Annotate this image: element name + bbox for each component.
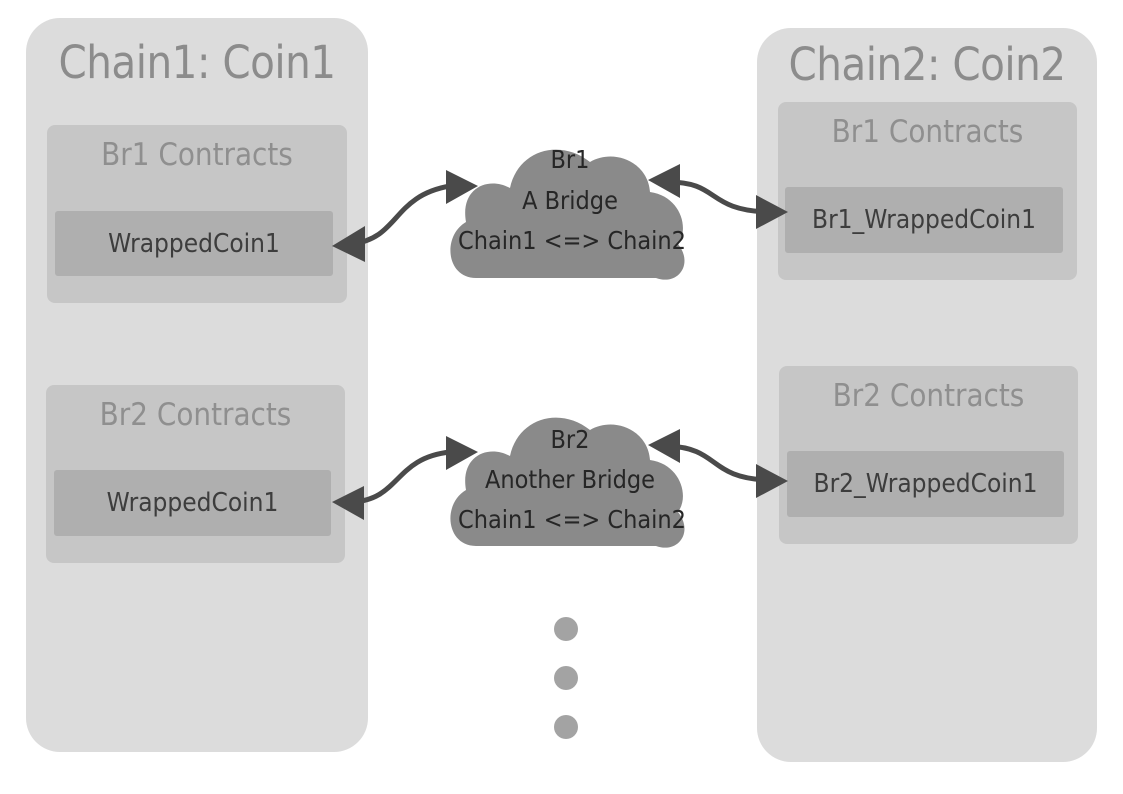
chain-title-left: Chain1: Coin1 <box>58 36 336 89</box>
bridge-route: Chain1 <=> Chain2 <box>458 226 686 255</box>
chain-panel-left: Chain1: Coin1 Br1 Contracts WrappedCoin1… <box>26 18 368 752</box>
more-bridges-ellipsis <box>554 617 578 739</box>
contract-wrappedcoin1-br1[interactable]: WrappedCoin1 <box>55 211 333 276</box>
link-arrow-br1-right <box>648 164 788 229</box>
contracts-group-br2-left: Br2 Contracts WrappedCoin1 <box>46 385 345 563</box>
contract-br2-wrappedcoin1[interactable]: Br2_WrappedCoin1 <box>787 451 1064 517</box>
contract-br1-wrappedcoin1[interactable]: Br1_WrappedCoin1 <box>785 187 1063 253</box>
ellipsis-dot <box>554 666 578 690</box>
contracts-group-br1-right: Br1 Contracts Br1_WrappedCoin1 <box>778 102 1077 280</box>
bridge-route: Chain1 <=> Chain2 <box>458 505 686 534</box>
link-arrow-br2-right <box>648 429 788 498</box>
contracts-group-title: Br2 Contracts <box>99 397 292 433</box>
chain-panel-right: Chain2: Coin2 Br1 Contracts Br1_WrappedC… <box>757 28 1097 762</box>
contracts-group-title: Br2 Contracts <box>832 378 1025 414</box>
ellipsis-dot <box>554 715 578 739</box>
contract-wrappedcoin1-br2[interactable]: WrappedCoin1 <box>54 470 331 536</box>
chain-title-right: Chain2: Coin2 <box>788 38 1066 91</box>
contracts-group-title: Br1 Contracts <box>831 114 1024 150</box>
link-arrow-br1-left <box>332 170 478 262</box>
bridge-name: Br1 <box>551 145 590 174</box>
link-arrow-br2-left <box>332 436 478 520</box>
contracts-group-br2-right: Br2 Contracts Br2_WrappedCoin1 <box>779 366 1078 544</box>
contracts-group-title: Br1 Contracts <box>101 137 293 173</box>
ellipsis-dot <box>554 617 578 641</box>
bridge-description: A Bridge <box>522 186 618 215</box>
bridge-description: Another Bridge <box>485 465 655 494</box>
contracts-group-br1-left: Br1 Contracts WrappedCoin1 <box>47 125 347 303</box>
bridge-name: Br2 <box>551 425 590 454</box>
